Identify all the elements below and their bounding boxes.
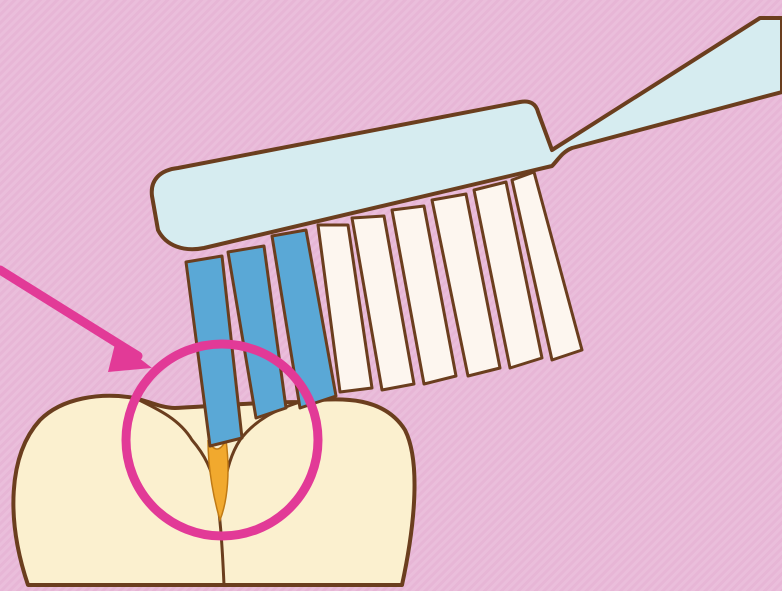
illustration-stage [0,0,782,591]
toothbrush-illustration [0,0,782,591]
